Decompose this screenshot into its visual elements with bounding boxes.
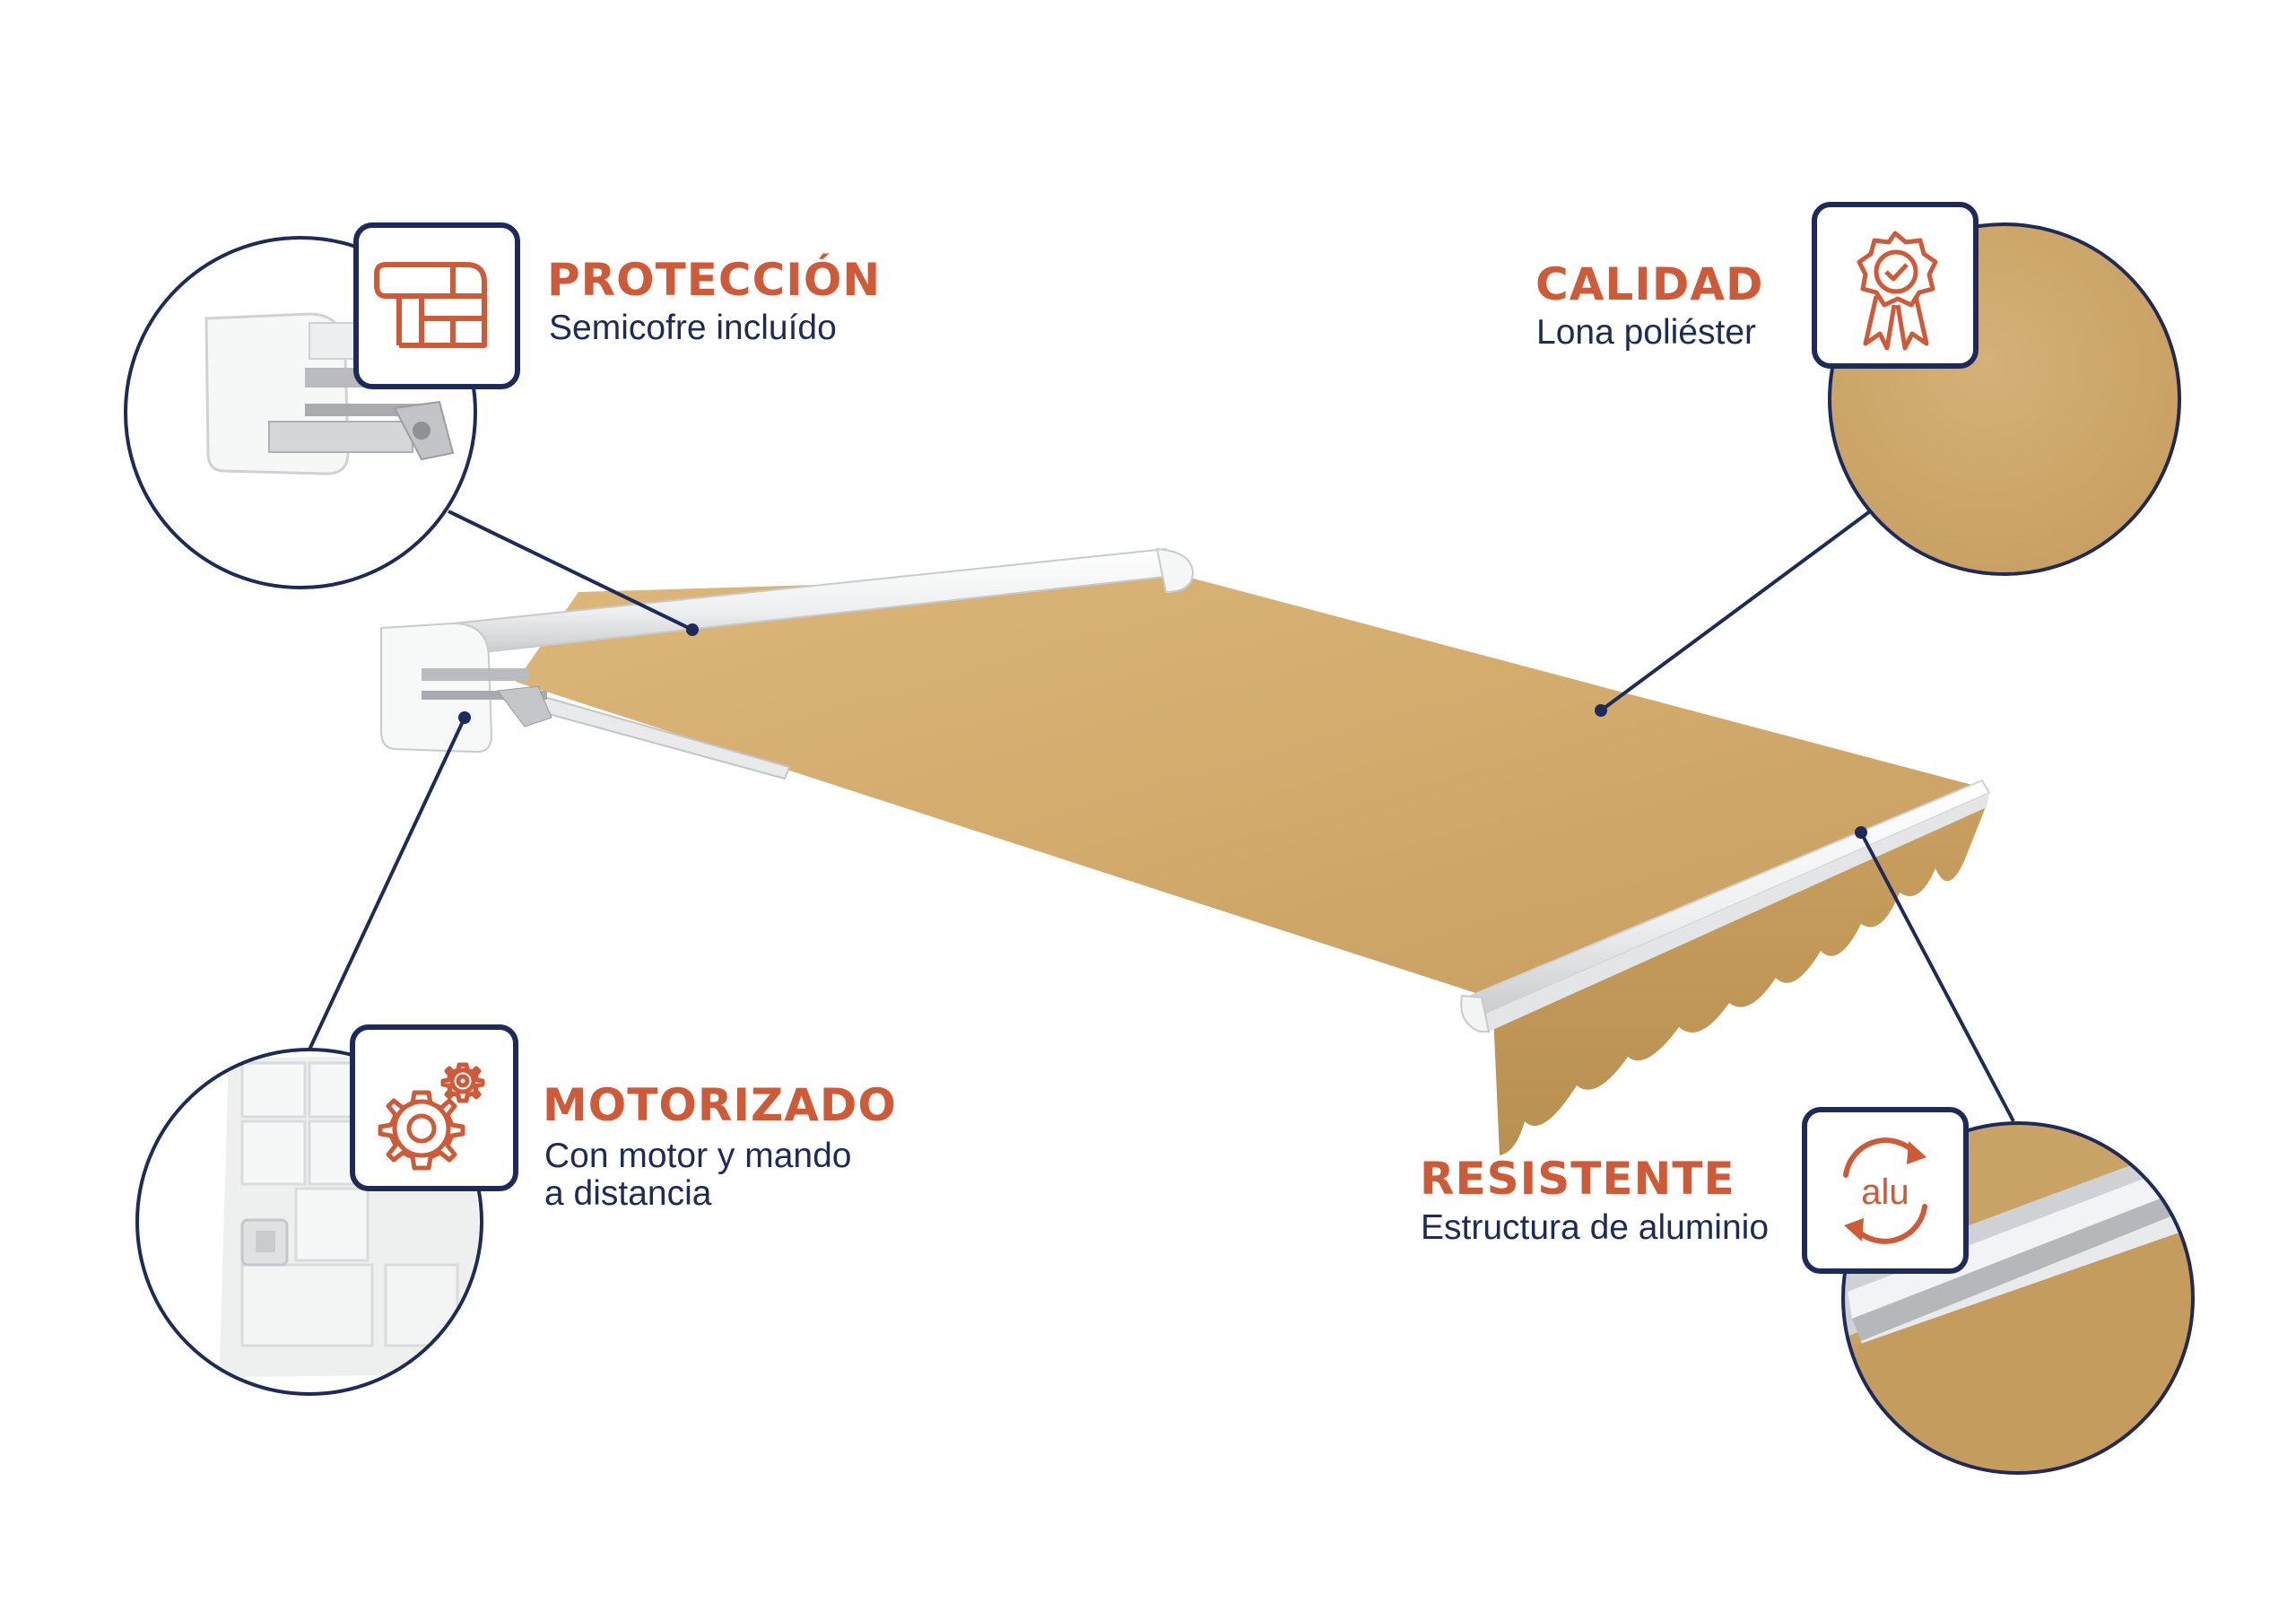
connector-lines — [308, 510, 2015, 1122]
feature-subtitle-line: a distancia — [544, 1174, 712, 1213]
cassette-icon — [353, 222, 520, 389]
awning — [380, 547, 1991, 1155]
gears-icon — [350, 1024, 518, 1191]
feature-subtitle: Con motor y mando a distancia — [544, 1137, 852, 1213]
feature-title: PROTECCIÓN — [547, 254, 882, 306]
feature-title: CALIDAD — [1535, 258, 1764, 310]
feature-title: MOTORIZADO — [543, 1079, 897, 1131]
feature-title: RESISTENTE — [1420, 1153, 1735, 1205]
awning-canvas — [516, 574, 1989, 1000]
feature-subtitle: Semicofre incluído — [549, 309, 837, 347]
awning-valance — [1493, 805, 1987, 1155]
feature-subtitle-line: Con motor y mando — [544, 1137, 852, 1175]
front-bar — [1460, 779, 1991, 1033]
alu-icon-text: alu — [1861, 1172, 1909, 1212]
feature-subtitle: Estructura de aluminio — [1421, 1208, 1770, 1247]
quality-rosette-icon — [1812, 202, 1979, 369]
cassette — [380, 547, 1195, 754]
detail-circle-aluminium — [1841, 1121, 2195, 1475]
feature-subtitle: Lona poliéster — [1536, 313, 1757, 352]
alu-recycle-icon: alu — [1802, 1107, 1969, 1274]
